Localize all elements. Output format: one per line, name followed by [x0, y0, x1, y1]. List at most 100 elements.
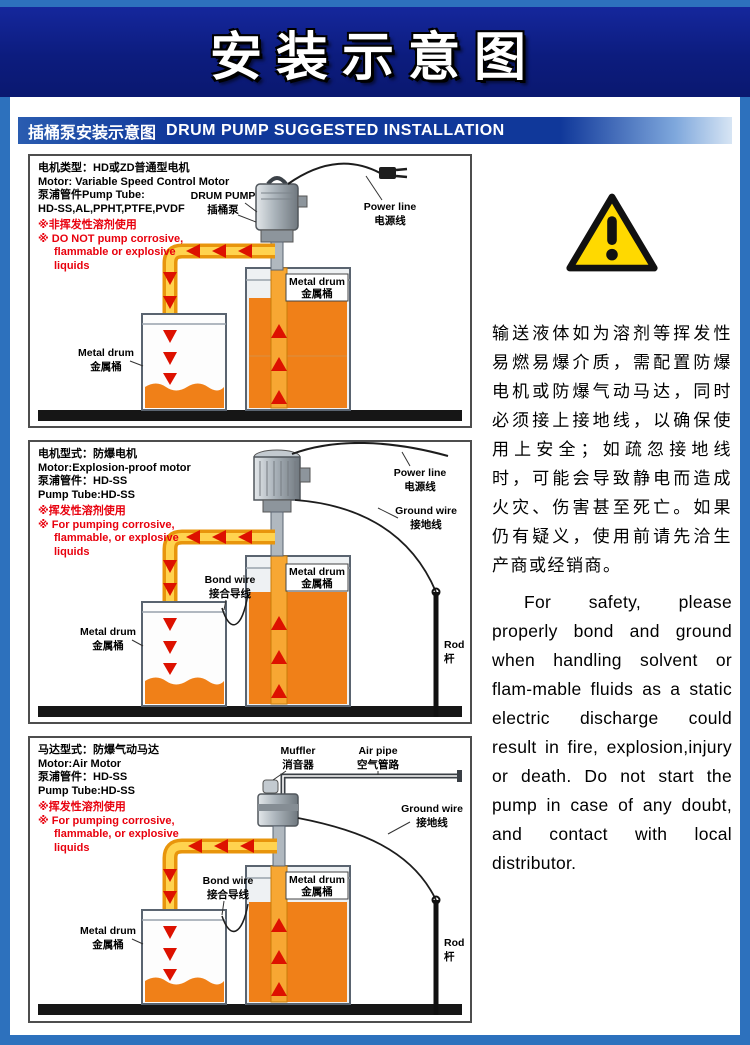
rod-label: Rod 杆 [444, 639, 464, 665]
flow-arrow-up [271, 324, 287, 338]
metal-drum-large-label: Metal drum 金属桶 [285, 273, 349, 302]
suction-tube [270, 865, 288, 1003]
power-plug-icon [379, 167, 408, 179]
svg-text:Air pipe: Air pipe [358, 745, 397, 757]
flow-arrow-left [186, 244, 200, 258]
pump-tube-line: 泵浦管件：HD-SS [38, 475, 128, 487]
metal-drum-small-label: Metal drum 金属桶 [80, 925, 144, 951]
svg-text:金属桶: 金属桶 [89, 360, 122, 373]
svg-text:DRUM PUMP: DRUM PUMP [191, 190, 256, 202]
section-title-en: DRUM PUMP SUGGESTED INSTALLATION [166, 121, 505, 139]
flow-arrow-up [271, 390, 287, 404]
bond-wire [221, 903, 249, 933]
metal-drum-large-label: Metal drum 金属桶 [285, 563, 349, 592]
metal-drum-large [245, 865, 351, 1005]
flow-arrow-down [163, 891, 177, 904]
bond-wire-label: Bond wire 接合导线 [205, 574, 256, 611]
metal-drum-small-label: Metal drum 金属桶 [80, 626, 144, 652]
safety-text-chinese: 输送液体如为溶剂等挥发性易燃易爆介质，需配置防爆电机或防爆气动马达，同时必须接上… [492, 324, 732, 575]
diagram-column: Metal drum 金属桶 [28, 154, 476, 1023]
svg-text:Ground wire: Ground wire [395, 505, 457, 517]
svg-text:电源线: 电源线 [404, 480, 436, 493]
panel-explosion-proof-motor: Metal drum 金属桶 [28, 440, 472, 724]
flow-arrow-up [271, 950, 287, 964]
svg-text:插桶泵: 插桶泵 [207, 203, 239, 216]
svg-text:金属桶: 金属桶 [91, 938, 124, 951]
flow-arrow-down [163, 926, 177, 939]
panel-air-motor: Metal drum 金属桶 [28, 736, 472, 1023]
motor-type-line-en: Motor: Variable Speed Control Motor [38, 175, 230, 188]
diagram-air-motor: Metal drum 金属桶 [38, 745, 464, 1015]
top-banner: 安装示意图 [0, 7, 750, 97]
svg-text:Metal drum: Metal drum [80, 626, 136, 638]
flow-arrow-down [163, 948, 177, 961]
flow-arrow-left [186, 530, 200, 544]
svg-text:接合导线: 接合导线 [209, 587, 251, 600]
flow-arrow-left [188, 839, 202, 853]
section-title-cn: 插桶泵安装示意图 [28, 124, 157, 142]
metal-drum-large [245, 555, 351, 707]
ground-wire [297, 817, 437, 901]
motor-type-line-en: Motor:Air Motor [38, 757, 122, 770]
metal-drum-small [141, 313, 227, 411]
usage-warning: ※挥发性溶剂使用 ※ For pumping corrosive, flamma… [38, 505, 179, 558]
power-line [287, 162, 381, 185]
air-pipe [280, 770, 462, 794]
svg-text:Rod: Rod [444, 937, 464, 949]
flow-arrow-down [163, 641, 177, 654]
flow-arrow-down [163, 618, 177, 631]
svg-text:Metal drum: Metal drum [289, 874, 345, 886]
ground-wire-label: Ground wire 接地线 [377, 505, 457, 531]
svg-text:Bond wire: Bond wire [205, 574, 256, 586]
svg-text:接地线: 接地线 [416, 816, 448, 829]
pump-tube-line-en: Pump Tube:HD-SS [38, 488, 135, 501]
flow-arrow-up [271, 918, 287, 932]
svg-text:Metal drum: Metal drum [80, 925, 136, 937]
metal-drum-large-label: Metal drum 金属桶 [285, 871, 349, 900]
floor [38, 1004, 462, 1015]
flow-arrow-down [163, 869, 177, 882]
discharge-tube [162, 838, 277, 914]
suction-tube [270, 267, 288, 409]
svg-text:接合导线: 接合导线 [207, 888, 249, 901]
floor [38, 410, 462, 421]
svg-text:杆: 杆 [444, 652, 455, 665]
flow-arrow-left [212, 530, 226, 544]
main-area: Metal drum 金属桶 [10, 144, 740, 1023]
svg-text:Power line: Power line [394, 467, 447, 479]
warning-triangle-icon [564, 191, 660, 281]
flow-arrow-down [163, 663, 177, 675]
svg-text:金属桶: 金属桶 [300, 577, 333, 590]
bond-wire-label: Bond wire 接合导线 [203, 875, 254, 916]
muffler-label: Muffler 消音器 [272, 745, 316, 781]
flow-arrow-down [163, 583, 177, 596]
flow-arrow-left [240, 839, 254, 853]
floor [38, 706, 462, 717]
ground-wire-label: Ground wire 接地线 [387, 803, 463, 835]
flow-arrow-up [271, 982, 287, 996]
pump-tube-models: HD-SS,AL,PPHT,PTFE,PVDF [38, 202, 185, 215]
flow-arrow-up [271, 684, 287, 698]
panel-info-text: 马达型式：防爆气动马达 Motor:Air Motor 泵浦管件：HD-SS P… [38, 744, 248, 855]
pump-tube-line: 泵浦管件Pump Tube: [38, 189, 145, 201]
drum-pump-label: DRUM PUMP 插桶泵 [191, 190, 258, 223]
diagram-variable-speed: Metal drum 金属桶 [38, 162, 462, 421]
flow-arrow-down [163, 272, 177, 285]
diagram-explosion-proof: Metal drum 金属桶 [38, 442, 464, 717]
flow-arrow-left [212, 244, 226, 258]
motor-type-line: 马达型式：防爆气动马达 [38, 744, 159, 756]
panel-info-text: 电机类型：HD或ZD普通型电机 Motor: Variable Speed Co… [38, 162, 248, 273]
metal-drum-small-label: Metal drum 金属桶 [78, 347, 144, 373]
svg-text:接地线: 接地线 [410, 518, 442, 531]
flow-arrow-down [163, 296, 177, 309]
svg-text:Rod: Rod [444, 639, 464, 651]
flow-arrow-left [238, 530, 252, 544]
air-pipe-label: Air pipe 空气管路 [357, 745, 399, 775]
flow-arrow-down [163, 330, 177, 343]
svg-text:空气管路: 空气管路 [357, 758, 399, 771]
ground-rod [431, 587, 441, 717]
explosion-proof-motor [253, 449, 311, 557]
pump-tube-line: 泵浦管件：HD-SS [38, 771, 128, 783]
page-title: 安装示意图 [209, 28, 540, 87]
